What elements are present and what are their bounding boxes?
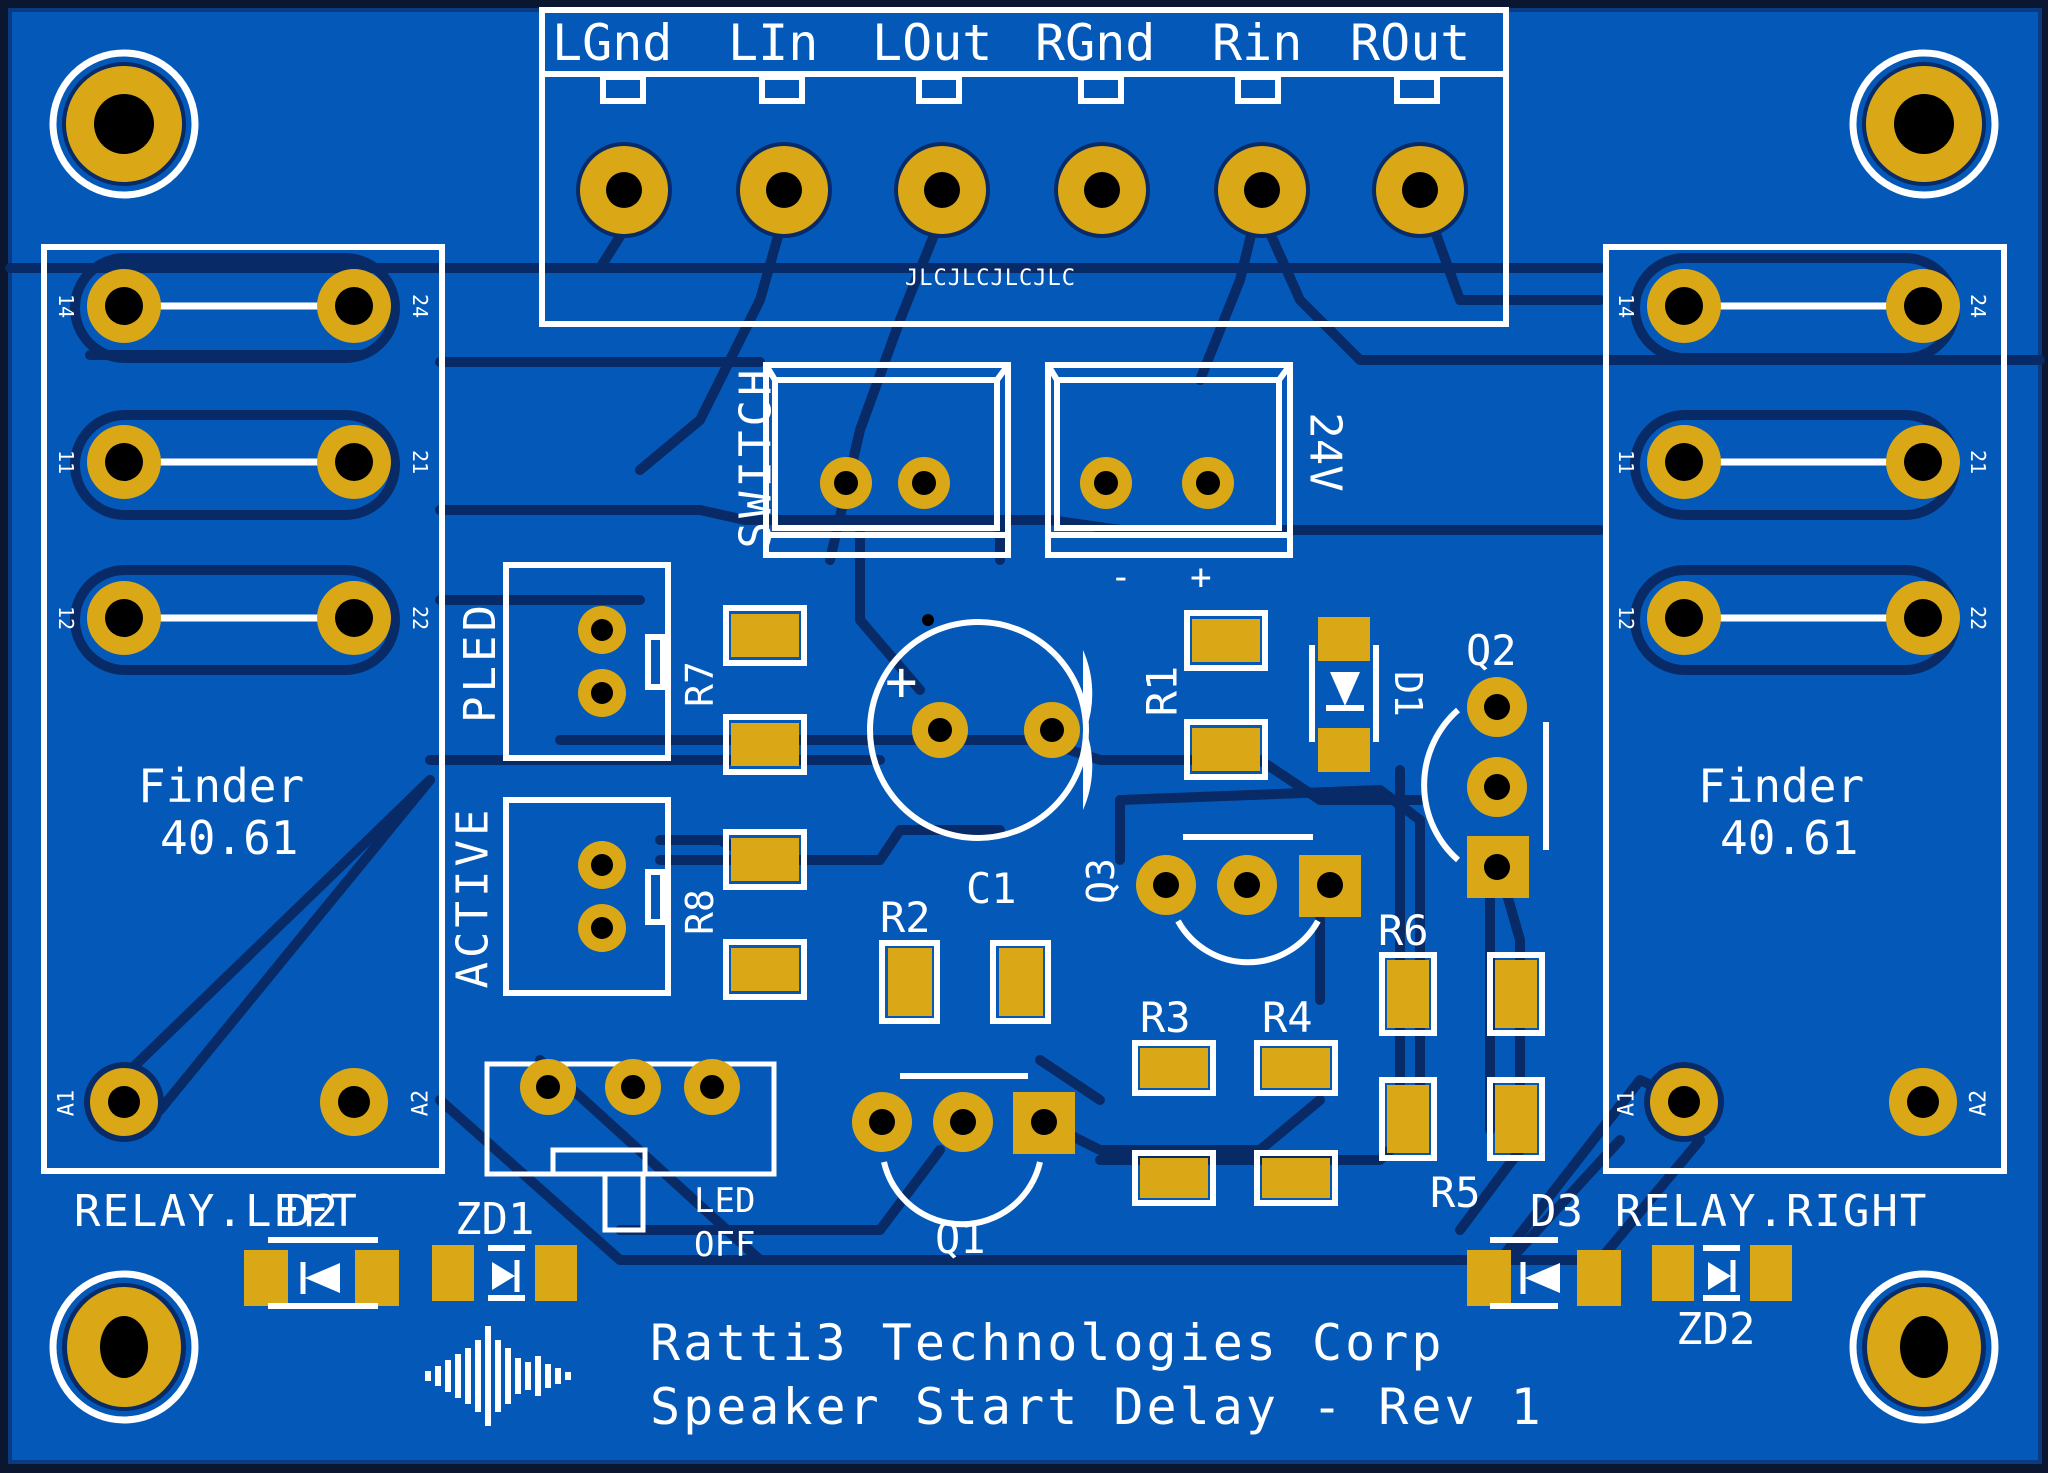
- power-plus-label: +: [1190, 557, 1212, 598]
- relay-left-pin-14: 14: [54, 293, 79, 319]
- relay-right-outline: [1603, 244, 2007, 1174]
- designator-r3: R3: [1140, 993, 1191, 1042]
- relay-right-pin-a1: A1: [1614, 1089, 1640, 1117]
- relay-left-outline: [41, 244, 445, 1174]
- relay-left-pin-22: 22: [408, 605, 433, 631]
- led-off-header: [484, 1059, 777, 1233]
- relay-right-pin-11: 11: [1614, 449, 1639, 475]
- terminal-label-rout: ROut: [1350, 14, 1471, 72]
- zener-diode-zd1: [432, 1245, 577, 1301]
- terminal-label-lgnd: LGnd: [552, 14, 673, 72]
- active-header-outline: [503, 797, 671, 996]
- mounting-hole-top-left: [49, 49, 199, 199]
- c1-plus-marking: +: [885, 650, 918, 713]
- relay-left-pin-a2: A2: [408, 1089, 434, 1117]
- relay-pads: [84, 269, 1960, 1142]
- smd-pads-r5-r6: [1379, 952, 1545, 1161]
- relay-right-pin-12: 12: [1614, 605, 1639, 631]
- designator-c1: C1: [966, 864, 1017, 913]
- designator-zd1: ZD1: [455, 1194, 535, 1245]
- relay-right-pin-a2: A2: [1966, 1089, 1992, 1117]
- relay-left-pin-a1: A1: [54, 1089, 80, 1117]
- relay-right-pin-21: 21: [1966, 449, 1991, 475]
- terminal-block-outline: [539, 7, 1509, 327]
- designator-r7: R7: [677, 661, 722, 707]
- pled-label: PLED: [454, 601, 506, 723]
- relay-left-model-number: 40.61: [160, 811, 299, 865]
- designator-r6: R6: [1378, 906, 1429, 955]
- diode-d2: [244, 1237, 399, 1309]
- terminal-label-rgnd: RGnd: [1035, 14, 1156, 72]
- mounting-hole-bottom-right: [1849, 1270, 1999, 1424]
- designator-r8: R8: [677, 889, 722, 935]
- relay-left-pin-21: 21: [408, 449, 433, 475]
- transistor-q3: [1136, 834, 1361, 966]
- designator-d2: D2: [285, 1186, 338, 1237]
- transistor-q2: [1421, 677, 1549, 898]
- designator-zd2: ZD2: [1676, 1304, 1756, 1355]
- designator-r2: R2: [880, 893, 931, 942]
- switch-connector-label: SWITCH: [730, 365, 782, 549]
- mounting-holes: [49, 49, 1999, 1424]
- smd-pads-r3-r4: [1132, 1040, 1338, 1206]
- terminal-label-lin: LIn: [728, 14, 819, 72]
- led-off-label-line2: OFF: [694, 1225, 756, 1265]
- designator-r4: R4: [1262, 993, 1313, 1042]
- terminal-label-rin: Rin: [1212, 14, 1303, 72]
- relay-right-model-number: 40.61: [1720, 811, 1859, 865]
- designator-r5: R5: [1430, 1168, 1481, 1217]
- header-pads: [578, 606, 626, 952]
- designator-q3: Q3: [1078, 858, 1123, 904]
- switch-connector-outline: [763, 362, 1011, 558]
- relay-left-pin-11: 11: [54, 449, 79, 475]
- relay-right-pin-24: 24: [1966, 293, 1991, 319]
- designator-q1: Q1: [935, 1214, 986, 1263]
- product-name-revision: Speaker Start Delay - Rev 1: [650, 1378, 1544, 1436]
- terminal-label-lout: LOut: [872, 14, 993, 72]
- zener-diode-zd2: [1652, 1245, 1792, 1301]
- diode-d1: [1309, 617, 1379, 772]
- led-off-label-line1: LED: [694, 1181, 756, 1221]
- active-label: ACTIVE: [447, 805, 499, 989]
- mounting-hole-bottom-left: [49, 1270, 199, 1424]
- relay-contact-bars: [156, 302, 1890, 622]
- designator-d3: D3: [1530, 1186, 1583, 1237]
- relay-right-pin-22: 22: [1966, 605, 1991, 631]
- pled-header-outline: [503, 562, 671, 761]
- company-name: Ratti3 Technologies Corp: [650, 1314, 1445, 1372]
- designator-q2: Q2: [1466, 626, 1517, 675]
- diode-d3: [1467, 1237, 1621, 1309]
- designator-d1: D1: [1385, 671, 1430, 717]
- relay-right-pin-14: 14: [1614, 293, 1639, 319]
- transistor-q1: [852, 1073, 1075, 1228]
- power-connector-label: 24V: [1299, 412, 1351, 492]
- fab-order-text: JLCJLCJLCJLC: [905, 266, 1076, 291]
- power-connector-outline: [1045, 362, 1293, 558]
- terminal-block-pads: [576, 142, 1468, 238]
- smd-pads-r1: [1184, 610, 1268, 780]
- relay-left-pin-24: 24: [408, 293, 433, 319]
- mounting-hole-top-right: [1849, 49, 1999, 199]
- relay-right-model-brand: Finder: [1698, 759, 1865, 813]
- smd-pads-r7-r8: [723, 605, 807, 1000]
- relay-left-pin-12: 12: [54, 605, 79, 631]
- capacitor-c1: [867, 614, 1093, 841]
- relay-right-title: RELAY.RIGHT: [1615, 1186, 1929, 1237]
- smd-pads-r2: [879, 940, 1051, 1024]
- waveform-logo-icon: [425, 1326, 571, 1426]
- relay-left-model-brand: Finder: [138, 759, 305, 813]
- connector-pads: [820, 457, 1234, 509]
- designator-r1: R1: [1137, 665, 1187, 717]
- relay-left-title: RELAY.LEFT: [74, 1186, 359, 1237]
- power-minus-label: -: [1110, 557, 1132, 598]
